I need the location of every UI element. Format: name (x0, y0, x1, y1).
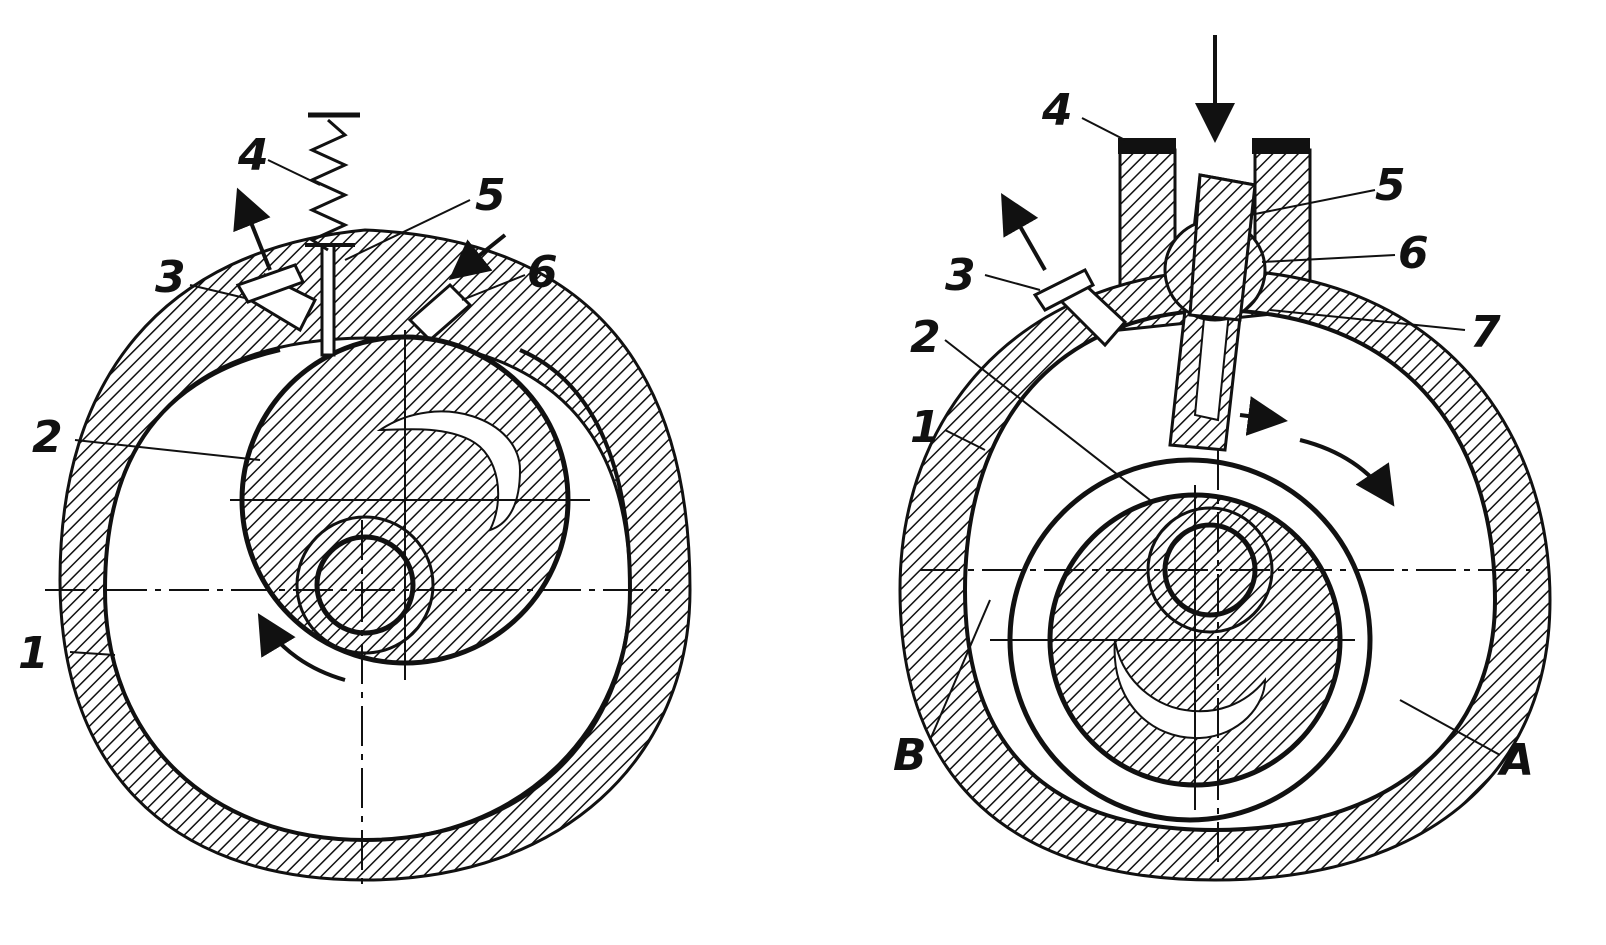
label-left-spring: 4 (237, 130, 269, 181)
leader-right-b (929, 599, 991, 741)
arrow-down-left-icon (448, 233, 507, 280)
label-left-rotor: 2 (32, 412, 63, 463)
left-chamber-outline (102, 348, 633, 843)
left-spring (308, 118, 349, 252)
leader-left-3 (189, 284, 246, 299)
label-right-cavity-b: B (893, 730, 927, 781)
leader-right-7 (1269, 309, 1466, 331)
label-left-vane: 5 (475, 170, 506, 221)
left-pump: 1 2 3 4 5 6 (18, 112, 692, 885)
arrow-up-left-icon (1001, 193, 1047, 271)
right-piston-overlay (1188, 173, 1257, 322)
arrow-curved-icon (257, 613, 346, 682)
right-pump: 1 2 3 4 5 6 7 A B (893, 35, 1552, 882)
left-eccentric (295, 515, 435, 655)
leader-left-5 (344, 199, 471, 261)
label-right-rotor: 2 (910, 312, 941, 363)
label-right-valve: 3 (945, 250, 976, 301)
label-left-housing: 1 (18, 628, 49, 679)
leader-left-4 (267, 159, 321, 186)
right-chamber-outline (962, 307, 1498, 833)
label-right-hinge: 6 (1398, 228, 1429, 279)
right-rotor-crescent (1113, 639, 1267, 740)
label-right-slide-piston: 5 (1375, 160, 1406, 211)
arrow-up-left-icon (233, 187, 272, 271)
leader-right-5 (1249, 189, 1376, 216)
arrow-right-icon (1239, 396, 1288, 436)
label-right-cavity-a: A (1497, 735, 1534, 786)
right-valve-cap (1032, 268, 1096, 312)
leader-right-a (1399, 699, 1501, 756)
leader-left-6 (461, 274, 526, 301)
label-right-seal: 7 (1470, 307, 1501, 358)
leader-right-4 (1081, 117, 1126, 141)
leader-right-1 (944, 429, 986, 451)
right-inlet-flange-left (1118, 138, 1176, 154)
leader-right-2 (944, 339, 1151, 501)
arrow-curved-icon (1299, 438, 1395, 507)
left-vane (320, 243, 336, 357)
label-left-inlet: 6 (527, 247, 558, 298)
label-left-valve: 3 (155, 252, 186, 303)
label-right-inlet-port: 4 (1041, 85, 1073, 136)
right-eccentric (1146, 506, 1274, 634)
leader-right-3 (984, 274, 1041, 291)
left-rotor-crescent (376, 410, 522, 532)
left-valve-cap (235, 263, 306, 304)
left-shaft (314, 534, 416, 636)
label-right-housing: 1 (910, 402, 941, 453)
left-inlet-port (407, 282, 473, 343)
right-inlet-flange-right (1252, 138, 1310, 154)
leader-left-2 (74, 439, 261, 461)
leader-right-6 (1261, 254, 1396, 263)
leader-left-1 (69, 651, 116, 656)
